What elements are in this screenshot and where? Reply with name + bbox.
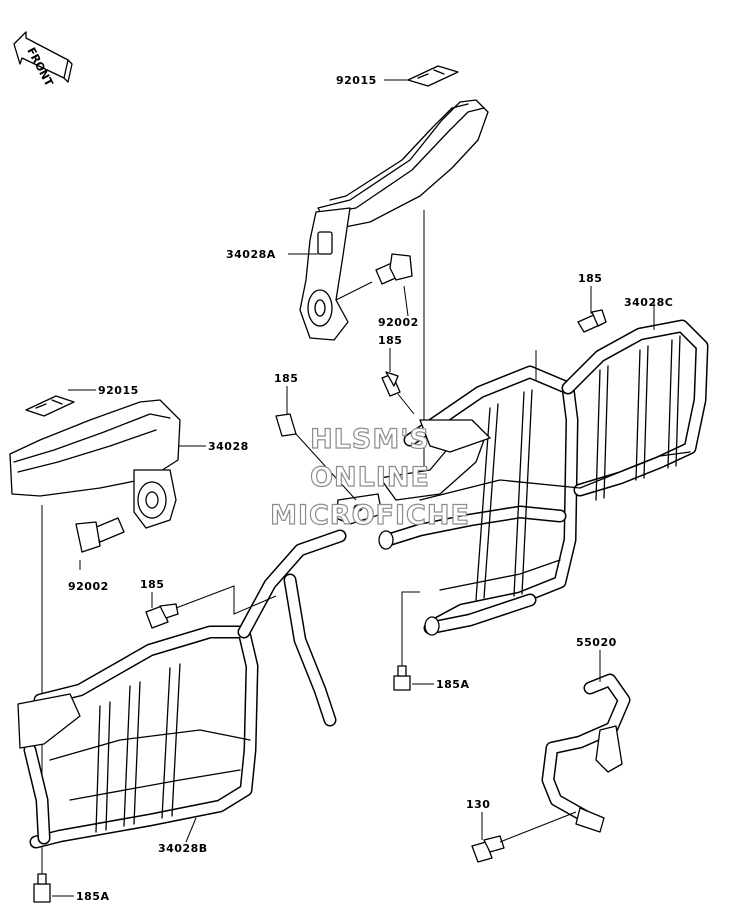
part-label-92002-upper: 92002 xyxy=(378,316,419,329)
watermark-line-2: ONLINE xyxy=(310,462,430,493)
part-label-92015-upper: 92015 xyxy=(336,74,377,87)
part-label-185-right: 185 xyxy=(578,272,602,285)
part-label-130: 130 xyxy=(466,798,490,811)
part-label-185a-left: 185A xyxy=(76,890,109,903)
part-label-185-center: 185 xyxy=(378,334,402,347)
front-arrow-icon xyxy=(13,31,73,83)
footrest-34028 xyxy=(9,395,181,820)
part-label-92002-left: 92002 xyxy=(68,580,109,593)
bolts xyxy=(33,309,607,903)
footpeg-pad-upper xyxy=(407,65,459,87)
part-label-185-left-center: 185 xyxy=(274,372,298,385)
front-indicator: FRONT xyxy=(13,31,73,89)
bolt-185a-right xyxy=(393,675,411,691)
part-label-34028b: 34028B xyxy=(158,842,208,855)
watermark-line-3: MICROFICHE xyxy=(270,500,470,531)
footrest-34028a xyxy=(299,65,489,470)
footrest-guard-34028b xyxy=(17,493,383,849)
part-label-185a-right: 185A xyxy=(436,678,469,691)
footpeg-pad-left xyxy=(25,395,75,417)
footrest-guard-34028c xyxy=(378,319,709,636)
watermark-line-1: HLSM'S xyxy=(310,424,430,455)
bolt-185a-left xyxy=(33,883,51,903)
part-label-185-left: 185 xyxy=(140,578,164,591)
bracket-55020 xyxy=(541,673,631,833)
part-label-34028: 34028 xyxy=(208,440,249,453)
watermark: HLSM'S ONLINE MICROFICHE xyxy=(269,423,470,531)
part-label-55020: 55020 xyxy=(576,636,617,649)
part-labels: 92015 34028A 92002 185 34028C 185 185 92… xyxy=(68,74,673,903)
part-label-34028c: 34028C xyxy=(624,296,673,309)
part-label-34028a: 34028A xyxy=(226,248,276,261)
part-label-92015-left: 92015 xyxy=(98,384,139,397)
leader-lines xyxy=(52,79,655,897)
